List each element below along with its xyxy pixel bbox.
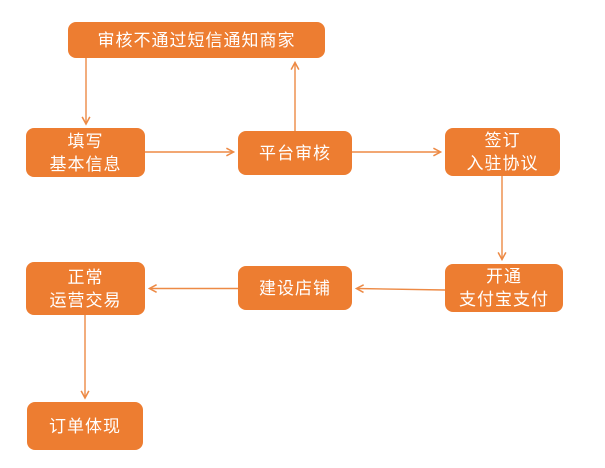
node-label-line: 支付宝支付	[459, 290, 549, 309]
node-label-line: 运营交易	[49, 290, 122, 310]
node-platform-audit: 平台审核	[238, 131, 352, 175]
node-build-shop: 建设店铺	[238, 266, 352, 310]
node-sign-agreement: 签订 入驻协议	[445, 128, 560, 176]
node-label-line: 入驻协议	[466, 154, 539, 173]
node-label-line: 开通	[486, 267, 522, 286]
node-label-line: 订单体现	[49, 416, 121, 436]
node-label-line: 平台审核	[259, 143, 331, 163]
node-label-line: 基本信息	[49, 154, 122, 174]
node-label-line: 审核不通过短信通知商家	[97, 30, 296, 50]
node-open-alipay: 开通 支付宝支付	[445, 264, 563, 312]
node-label-line: 正常	[67, 267, 104, 287]
node-normal-operation: 正常 运营交易	[26, 262, 145, 315]
node-sms-notify: 审核不通过短信通知商家	[68, 22, 325, 58]
arrow-alipay-to-shop	[354, 284, 446, 294]
node-order-withdrawal: 订单体现	[27, 402, 143, 450]
node-label-line: 建设店铺	[259, 278, 331, 298]
node-fill-basic-info: 填写 基本信息	[26, 128, 145, 177]
node-label-line: 填写	[67, 131, 104, 151]
node-label-line: 签订	[484, 131, 521, 150]
